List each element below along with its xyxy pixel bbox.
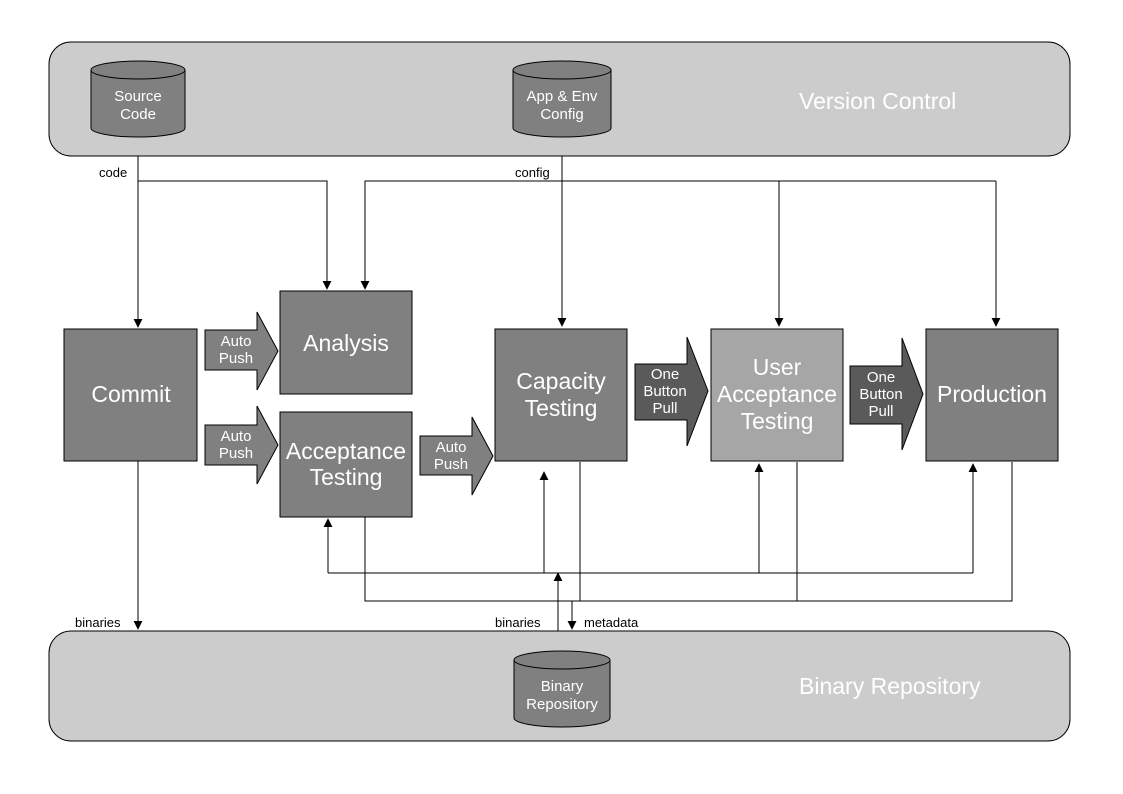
repository-binaries-label: binaries (495, 615, 541, 630)
metadata-collection-line (364, 462, 1013, 602)
code-to-analysis-arrow (138, 180, 332, 290)
app-env-config-store: App & Env Config (512, 60, 612, 138)
capacity-stage-line-2: Testing (525, 395, 598, 421)
auto-push-analysis-line-2: Push (219, 350, 253, 367)
analysis-stage-label: Analysis (303, 330, 389, 356)
one-button-pull-production-arrow: One Button Pull (849, 337, 924, 451)
one-button-pull-uat-line-1: One (651, 366, 679, 383)
acceptance-stage-line-1: Acceptance (286, 438, 406, 464)
binary-repository-store-line-2: Repository (526, 696, 598, 713)
acceptance-stage-line-2: Testing (310, 464, 383, 490)
config-flow-label: config (515, 165, 550, 180)
auto-push-acceptance-line-2: Push (219, 445, 253, 462)
one-button-pull-uat-arrow: One Button Pull (634, 336, 709, 447)
binary-repository-store: Binary Repository (513, 650, 611, 728)
commit-stage-label: Commit (91, 381, 171, 407)
source-code-line-1: Source (114, 88, 162, 105)
one-button-pull-production-line-1: One (867, 369, 895, 386)
analysis-stage: Analysis (279, 290, 413, 395)
capacity-stage: Capacity Testing (494, 328, 628, 462)
connector-lines (133, 156, 1013, 631)
commit-stage: Commit (63, 328, 198, 462)
uat-stage: User Acceptance Testing (710, 328, 844, 462)
one-button-pull-uat-line-2: Button (643, 383, 686, 400)
config-to-analysis-arrow (360, 180, 996, 290)
one-button-pull-production-line-2: Button (859, 386, 902, 403)
uat-stage-line-3: Testing (741, 408, 814, 434)
auto-push-analysis-arrow: Auto Push (204, 311, 279, 391)
auto-push-capacity-line-2: Push (434, 456, 468, 473)
acceptance-stage: Acceptance Testing (279, 411, 413, 518)
source-code-line-2: Code (120, 106, 156, 123)
production-stage: Production (925, 328, 1059, 462)
app-env-config-line-1: App & Env (527, 88, 598, 105)
production-stage-label: Production (937, 381, 1047, 407)
binary-repository-store-line-1: Binary (541, 678, 584, 695)
code-flow-label: code (99, 165, 127, 180)
auto-push-acceptance-arrow: Auto Push (204, 405, 279, 485)
source-code-store: Source Code (90, 60, 186, 138)
auto-push-acceptance-line-1: Auto (221, 428, 252, 445)
metadata-flow-label: metadata (584, 615, 639, 630)
uat-stage-line-1: User (753, 354, 802, 380)
auto-push-capacity-arrow: Auto Push (419, 416, 494, 496)
app-env-config-line-2: Config (540, 106, 583, 123)
one-button-pull-uat-line-3: Pull (652, 400, 677, 417)
one-button-pull-production-line-3: Pull (868, 403, 893, 420)
commit-binaries-label: binaries (75, 615, 121, 630)
version-control-label: Version Control (799, 88, 956, 114)
auto-push-analysis-line-1: Auto (221, 333, 252, 350)
binary-repository-label: Binary Repository (799, 673, 981, 699)
auto-push-capacity-line-1: Auto (436, 439, 467, 456)
uat-stage-line-2: Acceptance (717, 381, 837, 407)
capacity-stage-line-1: Capacity (516, 368, 606, 394)
